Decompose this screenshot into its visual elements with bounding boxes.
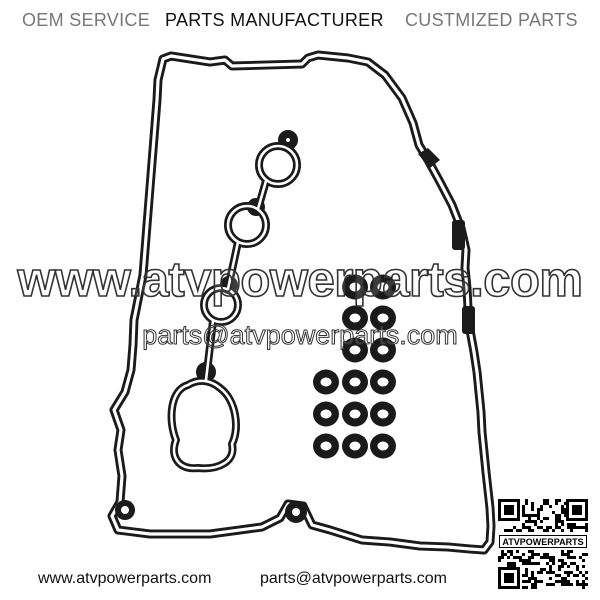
grommet-hole (377, 313, 389, 323)
grommet-seals (313, 274, 396, 459)
grommet-hole (349, 377, 361, 387)
grommet-hole (320, 409, 332, 419)
header-customized-parts: CUSTMIZED PARTS (405, 10, 578, 30)
grommet-hole (349, 345, 361, 355)
grommet-hole (377, 345, 389, 355)
grommet-hole (320, 377, 332, 387)
outer-gasket (107, 50, 496, 555)
qr-label: ATVPOWERPARTS (499, 535, 587, 548)
grommet-hole (349, 409, 361, 419)
tube-seal-gasket (167, 130, 301, 473)
header-oem-service: OEM SERVICE (22, 10, 150, 30)
header-bar: OEM SERVICE PARTS MANUFACTURER CUSTMIZED… (0, 0, 600, 40)
grommet-hole (377, 441, 389, 451)
grommet-hole (377, 282, 389, 292)
grommet-hole (320, 441, 332, 451)
grommet-hole (349, 441, 361, 451)
footer-bar: www.atvpowerparts.com parts@atvpowerpart… (0, 566, 500, 594)
grommet-hole (377, 409, 389, 419)
gasket-tabs (115, 148, 475, 523)
footer-website: www.atvpowerparts.com (38, 570, 212, 587)
grommet-hole (349, 282, 361, 292)
footer-email: parts@atvpowerparts.com (260, 570, 447, 587)
grommet-hole (349, 313, 361, 323)
product-photo (107, 50, 496, 555)
grommet-hole (377, 377, 389, 387)
header-parts-manufacturer: PARTS MANUFACTURER (165, 10, 384, 30)
